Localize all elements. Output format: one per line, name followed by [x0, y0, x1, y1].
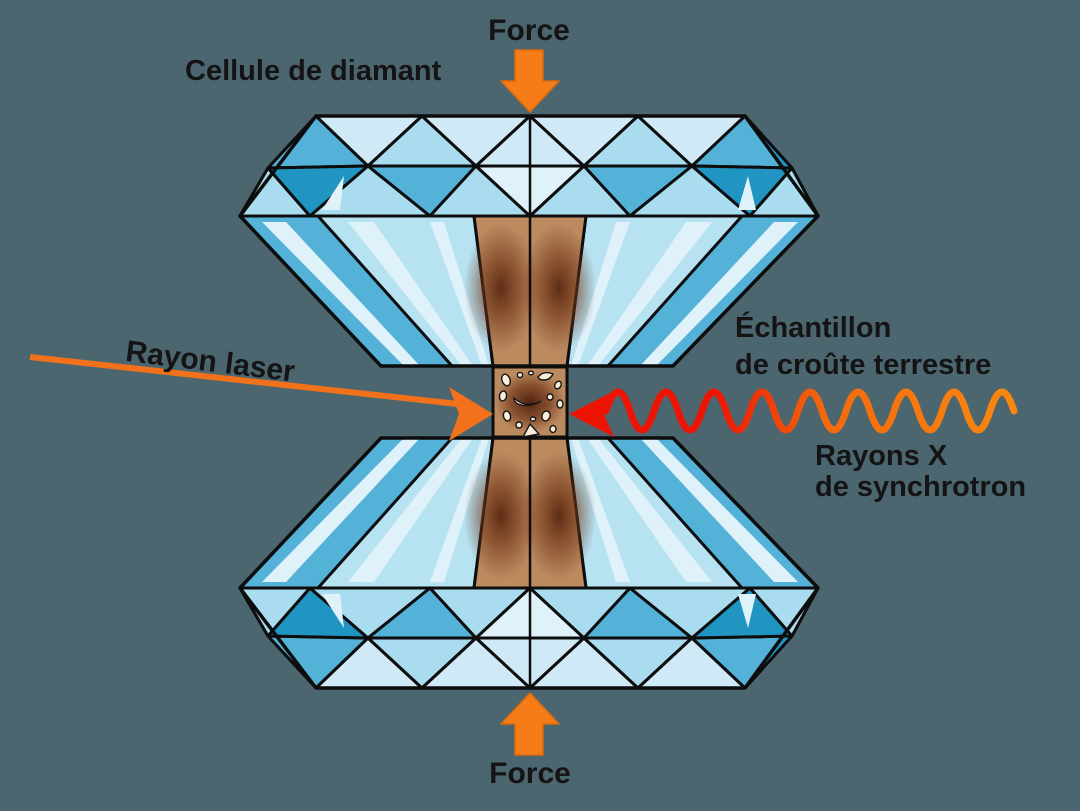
xray-label-line2: de synchrotron [815, 471, 1027, 503]
force-bottom-label: Force [489, 757, 571, 790]
xray-arrowhead [569, 391, 614, 437]
shape [527, 370, 535, 376]
bottom-diamond-anvil [238, 436, 820, 690]
shape [521, 422, 541, 438]
shape [549, 424, 557, 434]
cell-label: Cellule de diamant [185, 55, 442, 87]
top-diamond-anvil [238, 114, 820, 368]
shape [602, 388, 1018, 434]
xray-wave [569, 388, 1018, 437]
rock-fragments [498, 370, 564, 438]
sample-label-line1: Échantillon [735, 312, 892, 344]
shape [513, 396, 542, 407]
force-top-label: Force [488, 14, 570, 47]
shape [501, 373, 511, 387]
shape [449, 387, 493, 441]
xray-label-line1: Rayons X [815, 440, 948, 472]
force-arrow-up [500, 692, 560, 756]
shape [29, 354, 459, 407]
sample-label-line2: de croûte terrestre [735, 349, 992, 381]
shape [498, 390, 508, 402]
sample-label: Échantillon de croûte terrestre [735, 310, 991, 384]
shape [554, 380, 562, 390]
shape [556, 399, 564, 409]
shape [537, 371, 554, 381]
shape [502, 410, 512, 422]
shape [515, 421, 523, 429]
force-arrow-down [500, 49, 560, 113]
xray-label: Rayons X de synchrotron [815, 441, 1026, 503]
shape [541, 410, 551, 422]
shape [529, 416, 537, 422]
shape [516, 371, 524, 379]
sample-chamber [491, 365, 569, 439]
shape [546, 393, 554, 401]
laser-beam-arrow [29, 354, 493, 441]
